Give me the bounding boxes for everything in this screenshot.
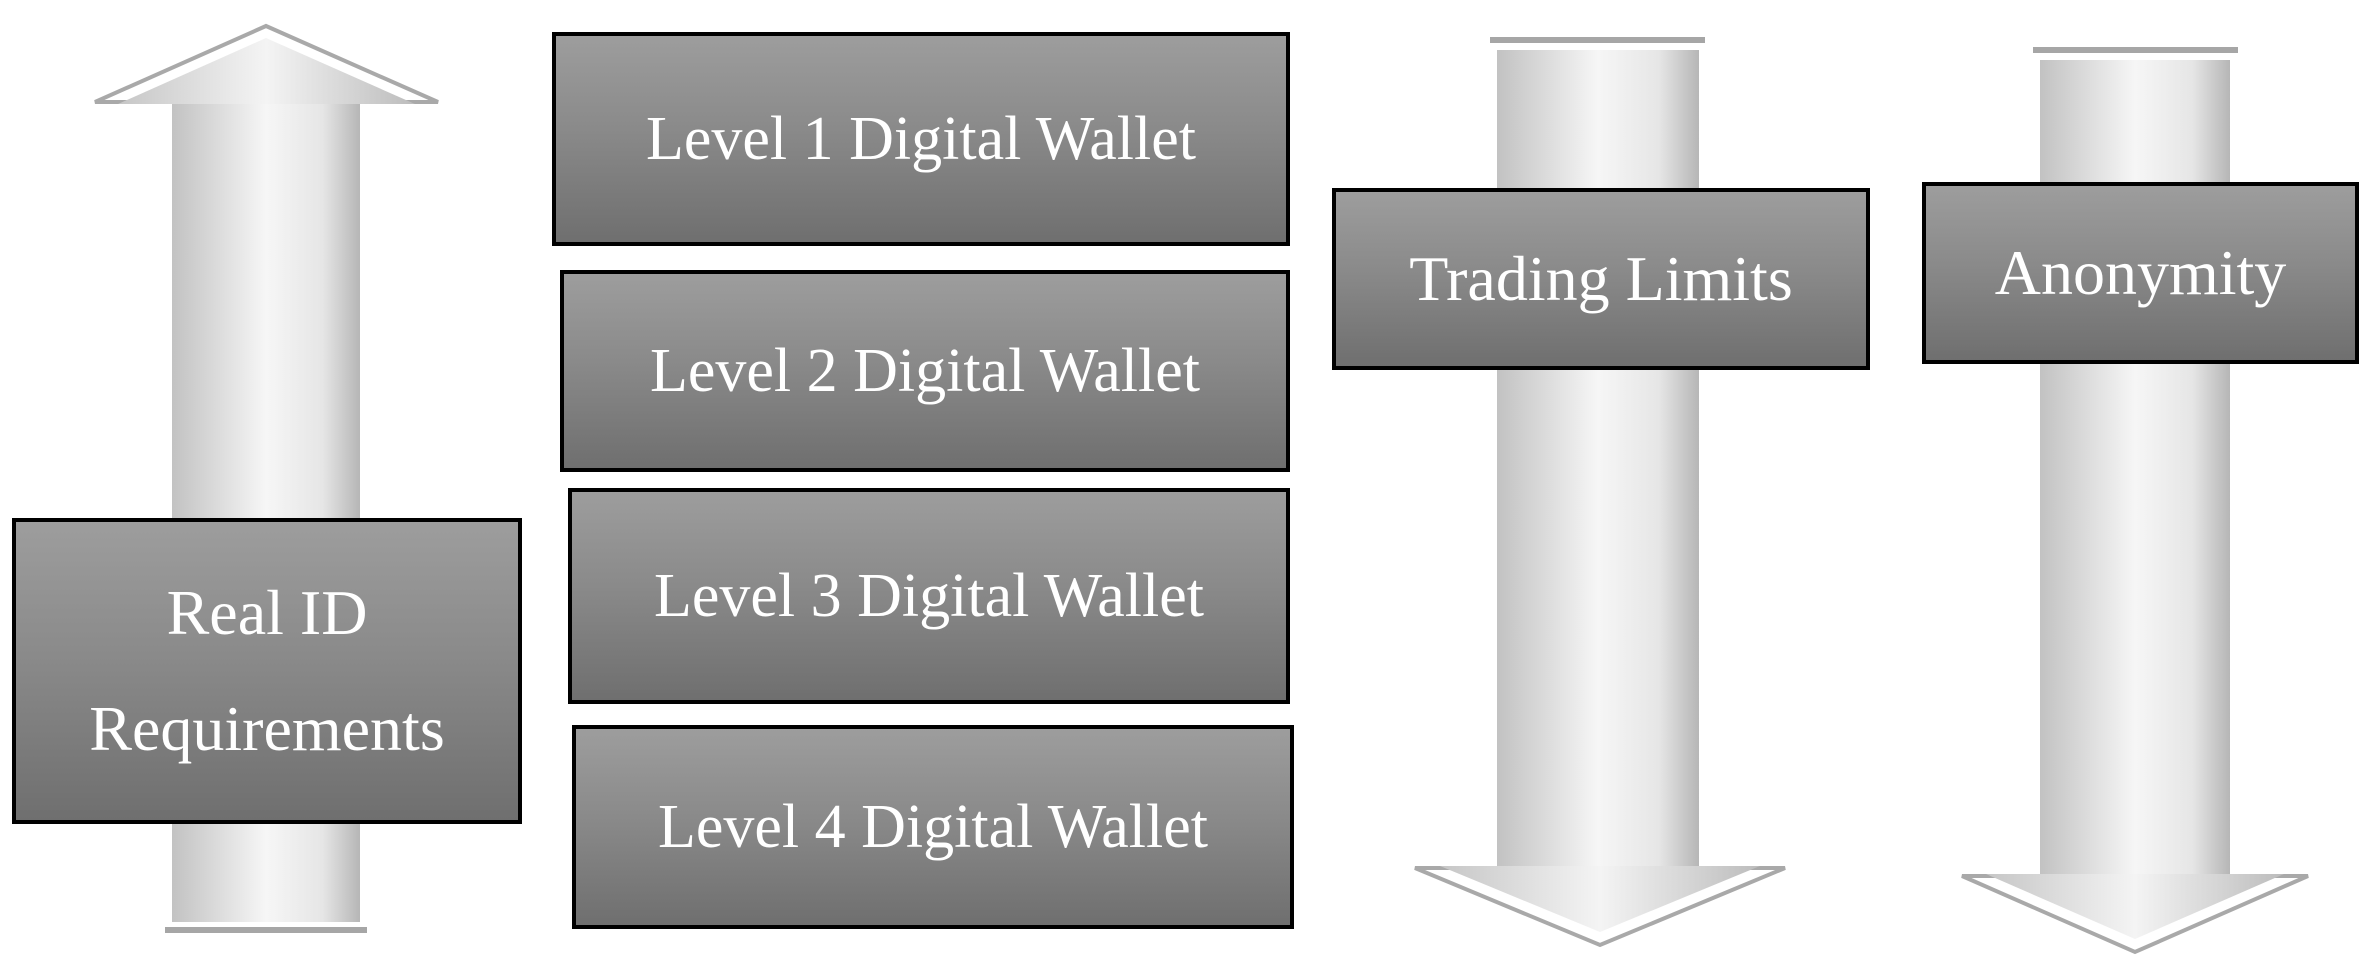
real-id-requirements-box: Real ID Requirements [12,518,522,824]
trading-limits-box: Trading Limits [1332,188,1870,370]
anonymity-label: Anonymity [1994,237,2287,308]
wallet-level-3-label: Level 3 Digital Wallet [654,562,1204,630]
wallet-level-4-box: Level 4 Digital Wallet [572,725,1294,929]
wallet-level-2-label: Level 2 Digital Wallet [650,337,1200,405]
wallet-level-4-label: Level 4 Digital Wallet [658,793,1208,861]
real-id-line-2: Requirements [89,693,445,764]
arrow-shaft [1497,50,1699,870]
anonymity-box: Anonymity [1922,182,2359,364]
real-id-line-1: Real ID [166,577,368,648]
wallet-level-2-box: Level 2 Digital Wallet [560,270,1290,472]
down-arrow-trading [1414,37,1786,948]
wallet-level-1-box: Level 1 Digital Wallet [552,32,1290,246]
wallet-level-3-box: Level 3 Digital Wallet [568,488,1290,704]
wallet-level-1-label: Level 1 Digital Wallet [646,105,1196,173]
trading-limits-label: Trading Limits [1409,243,1793,314]
arrow-head [118,38,415,104]
arrow-head [1986,874,2284,939]
arrow-head [1440,866,1760,932]
